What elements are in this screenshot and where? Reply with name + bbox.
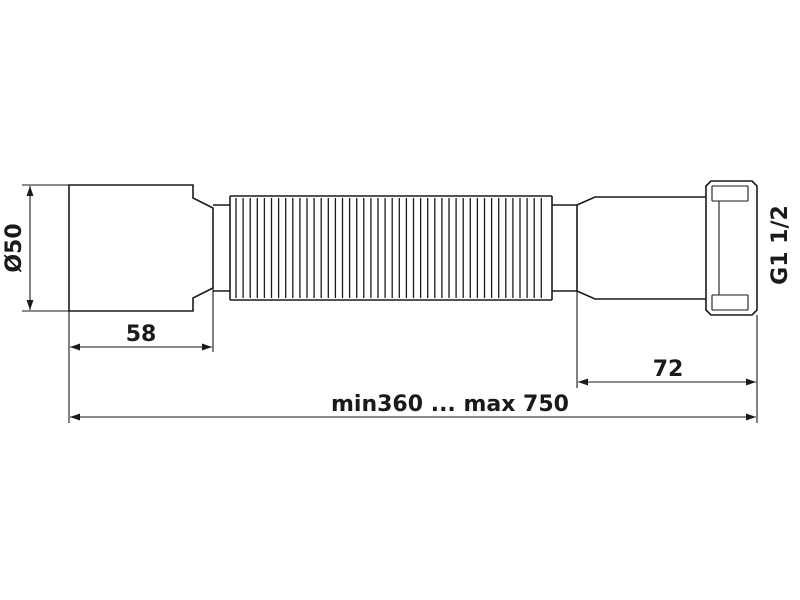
inlet-length-label: 58 — [126, 322, 157, 347]
outlet-length-dimension: 72 — [576, 291, 758, 423]
diameter-dimension: Ø50 — [2, 184, 69, 312]
diameter-label: Ø50 — [2, 223, 27, 272]
inlet-sleeve — [68, 184, 214, 312]
corrugation-ribs — [235, 198, 542, 298]
corrugated-section — [230, 195, 553, 301]
outlet-length-label: 72 — [653, 357, 684, 382]
total-length-label: min360 ... max 750 — [331, 392, 569, 417]
outlet-tube — [576, 196, 706, 300]
union-nut — [705, 180, 758, 316]
right-neck — [552, 204, 577, 292]
inlet-length-dimension: 58 — [68, 288, 214, 423]
thread-label: G1 1/2 — [768, 205, 793, 285]
thread-dimension: G1 1/2 — [768, 205, 793, 285]
left-neck — [213, 196, 231, 300]
total-length-dimension: min360 ... max 750 — [70, 392, 756, 421]
